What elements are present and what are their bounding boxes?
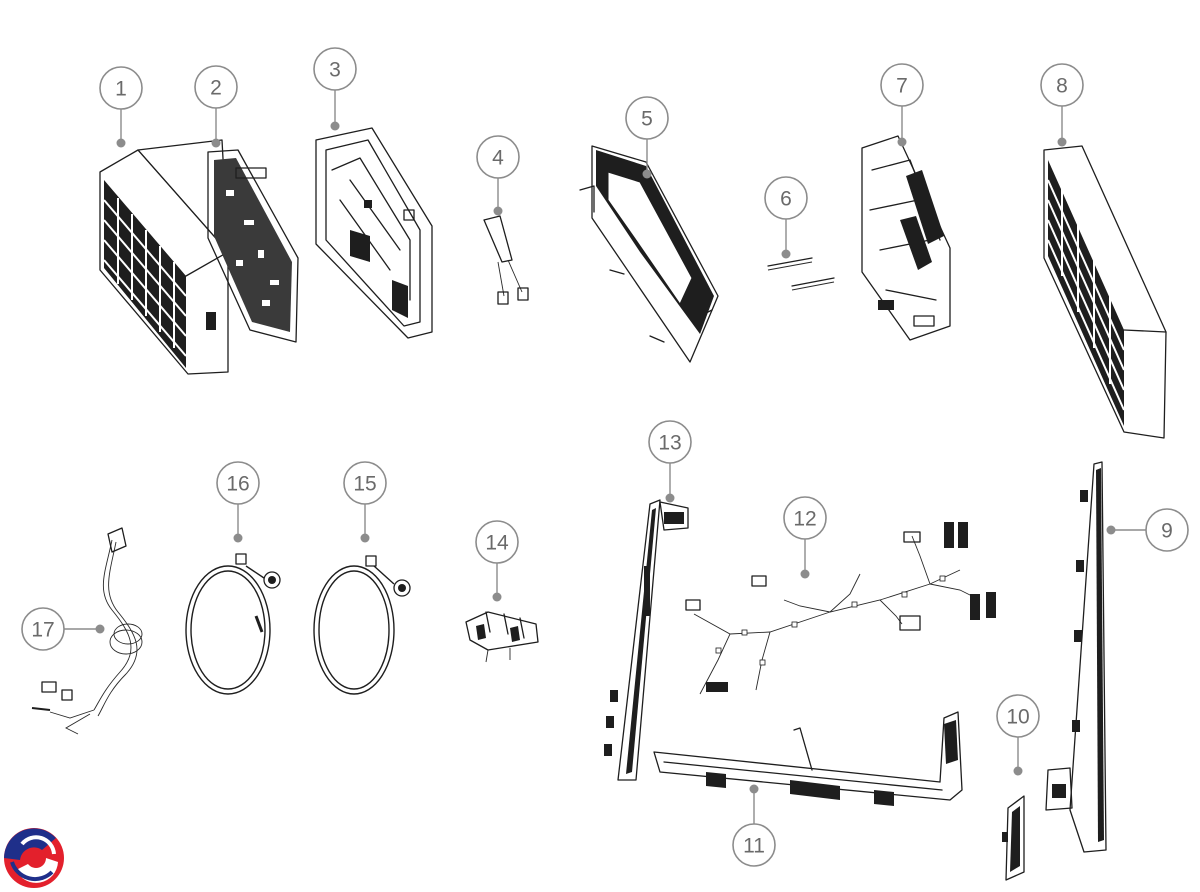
callout-anchor-dot: [781, 249, 791, 259]
callout-2: 2: [194, 65, 238, 148]
callout-anchor-dot: [897, 137, 907, 147]
callout-15: 15: [343, 461, 387, 543]
callout-bubble: [216, 461, 260, 505]
callout-number: 2: [210, 77, 222, 100]
callout-9: 9: [1106, 508, 1189, 552]
callout-anchor-dot: [493, 206, 503, 216]
callout-bubble: [1145, 508, 1189, 552]
brand-swirl-icon: [4, 828, 64, 888]
callout-10: 10: [996, 694, 1040, 776]
part-5-inner-frame-panel: [579, 145, 719, 363]
part-14-mounting-clip: [465, 611, 539, 663]
part-11-base-frame: [653, 711, 963, 806]
part-16-drain-hose: [185, 553, 281, 695]
callout-bubble: [313, 47, 357, 91]
callout-3: 3: [313, 47, 357, 131]
callout-bubble: [475, 520, 519, 564]
part-10-lower-bracket: [1002, 795, 1025, 881]
part-1-front-grille-housing: [99, 139, 229, 375]
callout-number: 7: [896, 75, 908, 98]
callout-number: 11: [743, 835, 765, 858]
callout-number: 13: [658, 432, 681, 455]
callout-5: 5: [625, 96, 669, 179]
callout-12: 12: [783, 496, 827, 579]
callout-anchor-dot: [116, 138, 126, 148]
callout-anchor-dot: [1013, 766, 1023, 776]
callout-1: 1: [99, 66, 143, 148]
callout-anchor-dot: [492, 592, 502, 602]
callout-bubble: [343, 461, 387, 505]
callout-anchor-dot: [1057, 137, 1067, 147]
callout-number: 8: [1056, 75, 1068, 98]
callout-anchor-dot: [233, 533, 243, 543]
callout-bubble: [996, 694, 1040, 738]
callout-bubble: [732, 823, 776, 867]
callout-bubble: [648, 420, 692, 464]
callout-number: 3: [329, 59, 341, 82]
callout-number: 9: [1161, 520, 1173, 543]
callout-number: 14: [485, 532, 509, 555]
part-6-guide-rails: [767, 257, 835, 291]
callout-bubble: [783, 496, 827, 540]
callout-number: 6: [780, 188, 792, 211]
callout-bubble: [21, 607, 65, 651]
callout-anchor-dot: [211, 138, 221, 148]
callout-number: 5: [641, 108, 653, 131]
part-8-rear-grille-cover: [1043, 145, 1167, 439]
part-4-sensor-probe: [483, 215, 529, 305]
callout-bubble: [99, 66, 143, 110]
part-2-control-board: [207, 149, 299, 343]
callout-number: 12: [793, 508, 816, 531]
callout-anchor-dot: [665, 493, 675, 503]
callout-anchor-dot: [800, 569, 810, 579]
callout-17: 17: [21, 607, 105, 651]
callout-bubble: [1040, 63, 1084, 107]
callout-number: 4: [492, 147, 504, 170]
callout-number: 10: [1006, 706, 1029, 729]
callout-bubble: [880, 63, 924, 107]
callout-number: 15: [353, 473, 376, 496]
callout-bubble: [764, 176, 808, 220]
part-15-inlet-hose: [313, 555, 411, 695]
callout-bubble: [476, 135, 520, 179]
part-12-wiring-harness: [685, 522, 996, 695]
callout-number: 1: [115, 78, 127, 101]
callout-11: 11: [732, 784, 776, 867]
callout-13: 13: [648, 420, 692, 503]
callout-4: 4: [476, 135, 520, 216]
callout-anchor-dot: [749, 784, 759, 794]
part-3-board-bracket: [315, 127, 433, 339]
callout-number: 16: [226, 473, 249, 496]
callout-number: 17: [31, 619, 54, 642]
callout-anchor-dot: [95, 624, 105, 634]
callout-anchor-dot: [360, 533, 370, 543]
part-17-power-cord: [31, 527, 143, 735]
callout-bubble: [625, 96, 669, 140]
callout-16: 16: [216, 461, 260, 543]
callout-6: 6: [764, 176, 808, 259]
callout-bubble: [194, 65, 238, 109]
callout-anchor-dot: [642, 169, 652, 179]
part-13-left-side-rail: [604, 499, 689, 781]
callout-anchor-dot: [1106, 525, 1116, 535]
part-7-motor-bracket: [861, 135, 951, 341]
callout-8: 8: [1040, 63, 1084, 147]
callout-7: 7: [880, 63, 924, 147]
part-9-side-support-rail: [1045, 461, 1107, 853]
callout-anchor-dot: [330, 121, 340, 131]
callout-14: 14: [475, 520, 519, 602]
